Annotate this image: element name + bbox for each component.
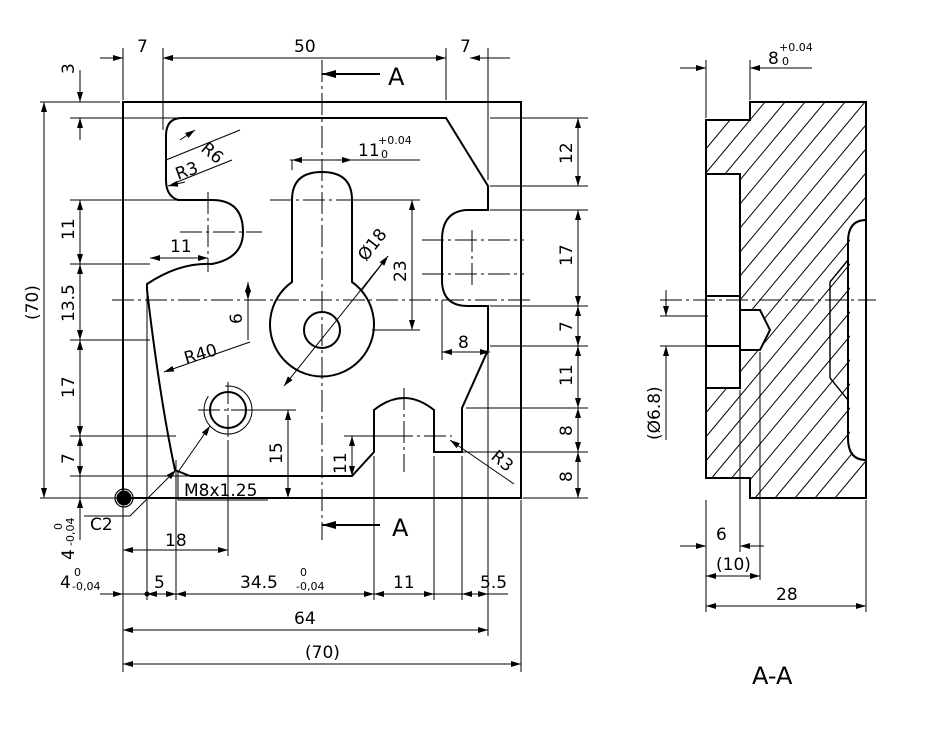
section-title: A-A [752, 662, 793, 690]
dim-bottom-70: (70) [305, 643, 340, 663]
dim-top-7-left: 7 [137, 37, 148, 57]
tol-slot-upper: +0.04 [378, 134, 412, 147]
dim-top-50: 50 [294, 37, 316, 57]
dim-bottom-11: 11 [393, 573, 415, 593]
keyhole-slot [269, 170, 375, 378]
dim-bottom-5: 5 [154, 573, 165, 593]
dim-right-12: 12 [557, 142, 577, 164]
label-15: 15 [267, 442, 287, 464]
dim-left-17: 17 [59, 376, 79, 398]
dim-bottom-4: 4 [60, 573, 71, 593]
dim-left-7: 7 [59, 453, 79, 464]
dim-right-8-b: 8 [557, 471, 577, 482]
dim-right-17: 17 [557, 244, 577, 266]
tol-bottom-4-upper: 0 [74, 566, 81, 579]
dim-bottom-5-5: 5.5 [480, 573, 507, 593]
tol-bottom-34-upper: 0 [300, 566, 307, 579]
section-view-labels: 8 +0.04 0 (Ø6.8) 6 (10) 28 A-A [645, 41, 813, 690]
label-6: 6 [227, 313, 247, 324]
label-thread: M8x1.25 [184, 481, 257, 501]
section-arrow-top: A [322, 63, 405, 91]
sec-dim-10: (10) [716, 555, 751, 575]
sec-dim-6: 6 [716, 525, 727, 545]
sec-tol-8-upper: +0.04 [779, 41, 813, 54]
section-label-top: A [388, 63, 405, 91]
label-23: 23 [391, 260, 411, 282]
label-slot-11-tol: 11 [358, 141, 380, 161]
label-18: 18 [165, 531, 187, 551]
label-c2: C2 [90, 515, 113, 535]
label-slot-11: 11 [170, 237, 192, 257]
dim-left-4: 4 [59, 549, 79, 560]
label-8-pocket: 8 [458, 333, 469, 353]
sec-dim-dia6-8: (Ø6.8) [645, 386, 665, 440]
dim-right-8-a: 8 [557, 425, 577, 436]
tol-slot-lower: 0 [381, 148, 388, 161]
dim-bottom-64: 64 [294, 609, 316, 629]
label-r3-bottom: R3 [487, 447, 517, 477]
front-view: A A [112, 60, 530, 542]
dim-left-13-5: 13.5 [59, 284, 79, 322]
dimension-lines [40, 48, 588, 672]
front-view-labels: 7 50 7 3 (70) 11 13.5 17 7 4 0 -0,04 R6 … [23, 37, 577, 663]
dim-right-11: 11 [557, 364, 577, 386]
tol-left-4-upper: 0 [52, 523, 65, 530]
section-label-bottom: A [392, 514, 409, 542]
pocket-contour [146, 117, 489, 477]
dim-left-11: 11 [59, 218, 79, 240]
tol-left-4-lower: -0,04 [64, 518, 77, 546]
dim-right-7: 7 [557, 321, 577, 332]
sec-dim-8: 8 [768, 49, 779, 69]
section-arrow-bottom: A [322, 514, 409, 542]
section-dimension-lines [660, 60, 867, 612]
tol-bottom-34-lower: -0,04 [296, 580, 324, 593]
dim-top-7-right: 7 [460, 37, 471, 57]
sec-dim-28: 28 [776, 585, 798, 605]
tol-bottom-4-lower: -0,04 [72, 580, 100, 593]
part-outline [122, 101, 522, 499]
sec-tol-8-lower: 0 [782, 55, 789, 68]
section-view [660, 101, 876, 499]
dim-left-70-ref: (70) [23, 285, 43, 320]
label-r40: R40 [182, 340, 220, 368]
dim-bottom-34-5: 34.5 [240, 573, 278, 593]
section-outline [705, 101, 867, 499]
label-11-low: 11 [331, 452, 351, 474]
dim-left-3: 3 [59, 63, 79, 74]
label-r3-top: R3 [173, 158, 201, 185]
